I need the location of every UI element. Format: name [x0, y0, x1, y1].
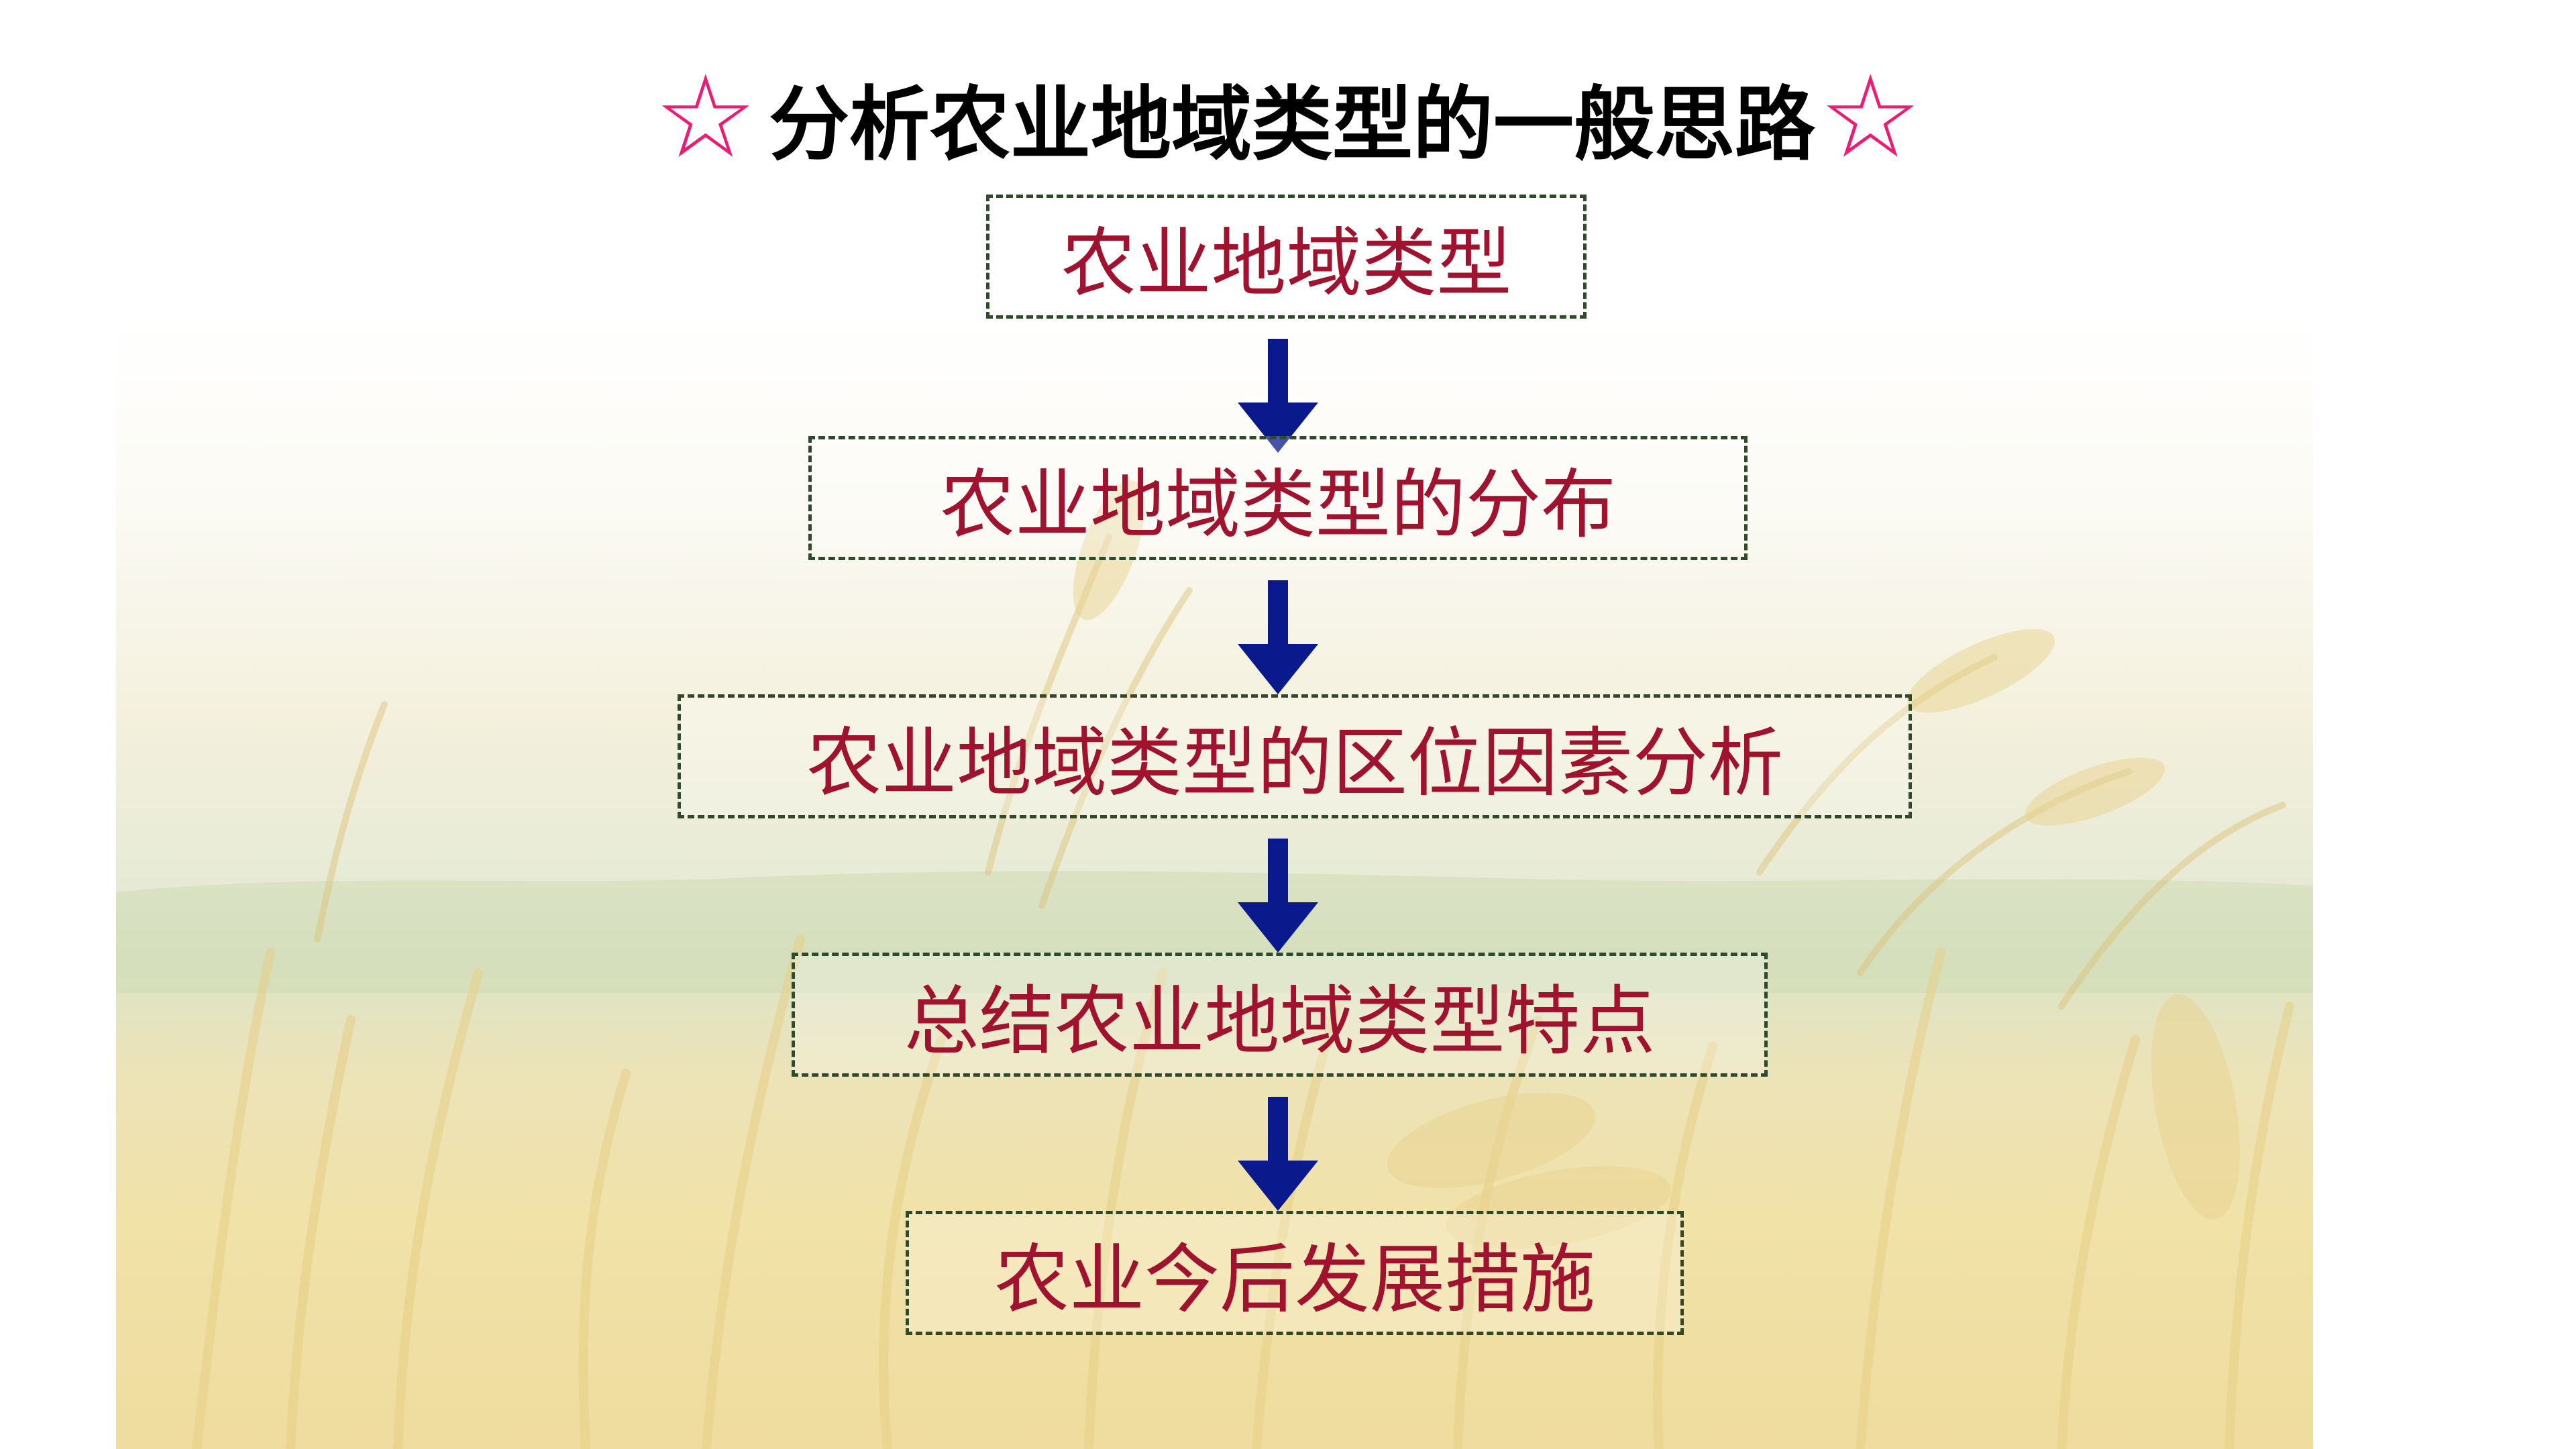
flow-step-future-development-measures: 农业今后发展措施: [906, 1211, 1684, 1335]
star-icon: ☆: [1819, 51, 1922, 184]
flow-step-summarize-characteristics: 总结农业地域类型特点: [792, 953, 1768, 1077]
arrow-down-icon: [1238, 1097, 1318, 1211]
title: ☆ 分析农业地域类型的一般思路 ☆: [0, 54, 2576, 181]
arrow-down-icon: [1238, 339, 1318, 453]
flow-step-distribution: 农业地域类型的分布: [808, 436, 1748, 560]
rice-field-illustration: [116, 480, 2313, 1449]
flow-step-location-factor-analysis: 农业地域类型的区位因素分析: [678, 694, 1912, 818]
background-rice-field-image: [116, 0, 2313, 1449]
star-icon: ☆: [654, 51, 757, 184]
flow-step-agricultural-region-type: 农业地域类型: [986, 195, 1587, 319]
arrow-down-icon: [1238, 839, 1318, 953]
arrow-down-icon: [1238, 580, 1318, 694]
title-text: 分析农业地域类型的一般思路: [769, 78, 1815, 172]
